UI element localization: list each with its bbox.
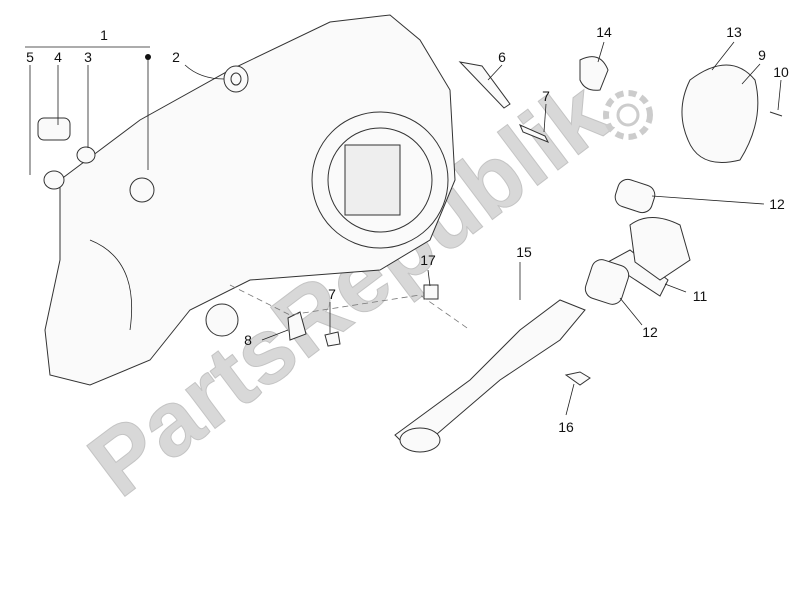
gear-logo-icon bbox=[603, 90, 653, 140]
label-2: 2 bbox=[172, 49, 180, 65]
label-16: 16 bbox=[558, 419, 574, 435]
label-7-bottom: 7 bbox=[328, 286, 336, 302]
label-5: 5 bbox=[26, 49, 34, 65]
label-9: 9 bbox=[758, 47, 766, 63]
label-13: 13 bbox=[726, 24, 742, 40]
label-14: 14 bbox=[596, 24, 612, 40]
transmission-cover bbox=[44, 14, 456, 386]
label-4: 4 bbox=[54, 49, 62, 65]
label-6: 6 bbox=[498, 49, 506, 65]
label-7-top: 7 bbox=[542, 88, 550, 104]
label-11: 11 bbox=[693, 288, 708, 304]
label-17: 17 bbox=[420, 252, 436, 268]
leader-lines bbox=[25, 41, 782, 416]
label-1: 1 bbox=[100, 27, 108, 43]
label-15: 15 bbox=[516, 244, 532, 260]
part-labels: 1 2 3 4 5 6 7 7 8 9 10 11 12 12 13 14 15… bbox=[26, 24, 789, 435]
label-12-top: 12 bbox=[769, 196, 785, 212]
parts bbox=[37, 56, 783, 453]
label-10: 10 bbox=[773, 64, 789, 80]
label-8: 8 bbox=[244, 332, 252, 348]
label-3: 3 bbox=[84, 49, 92, 65]
label-12-bottom: 12 bbox=[642, 324, 658, 340]
